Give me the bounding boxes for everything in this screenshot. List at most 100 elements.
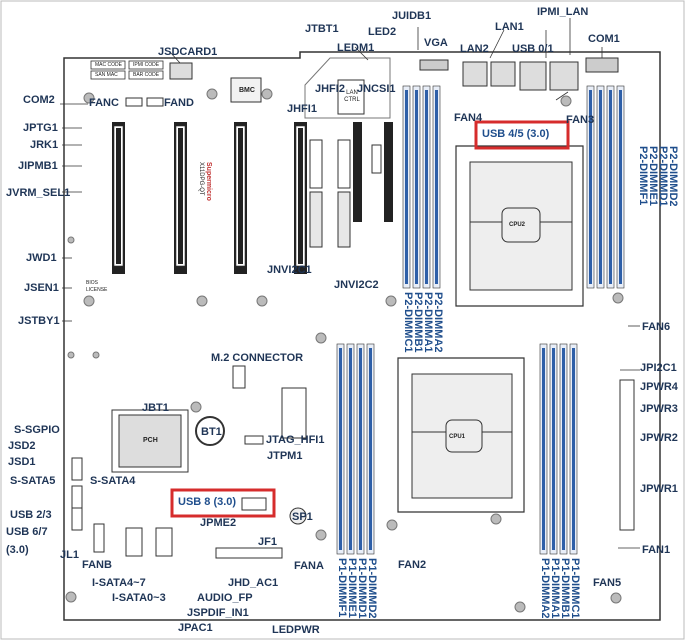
jf1-header: [215, 547, 283, 559]
label-fanc: FANC: [89, 97, 119, 109]
dimm-slot-key: [542, 348, 545, 550]
label-bt1: BT1: [201, 426, 222, 438]
label-s-sgpio: S-SGPIO: [14, 424, 60, 436]
dimm-slot-key: [405, 90, 408, 284]
label-fanb: FANB: [82, 559, 112, 571]
dimm-label: P2-DIMMD2: [667, 146, 679, 207]
label-usb45: USB 4/5 (3.0): [482, 128, 550, 140]
usb8-highlight: [170, 488, 276, 518]
label-fana: FANA: [294, 560, 324, 572]
dimm-slot-key: [435, 90, 438, 284]
label-com1: COM1: [588, 33, 620, 45]
dimm-slots: [336, 85, 625, 555]
label-jrk1: JRK1: [30, 139, 59, 151]
m2-module-area: [281, 387, 307, 439]
pch-chip: [118, 414, 182, 468]
fanc-header: [125, 97, 143, 107]
label-jpwr2: JPWR2: [640, 432, 678, 444]
label-fan3: FAN3: [566, 114, 595, 126]
label-jstby1: JSTBY1: [18, 315, 60, 327]
label-isata03: I-SATA0~3: [112, 592, 166, 604]
label-jipmb1: JIPMB1: [18, 160, 58, 172]
dimm-label: P1-DIMMD2: [366, 558, 378, 619]
label-bmc: BMC: [239, 87, 255, 94]
dimm-slot-key: [609, 90, 612, 284]
usb45-highlight: [474, 120, 570, 150]
dimm-slot-key: [589, 90, 592, 284]
rear-io: [419, 57, 619, 91]
label-mac-code: MAC CODE: [95, 62, 122, 68]
label-usb23: USB 2/3: [10, 509, 52, 521]
label-ledpwr: LEDPWR: [272, 624, 320, 636]
dimm-slot-key: [599, 90, 602, 284]
label-jnvi2c1: JNVI2C1: [267, 264, 312, 276]
label-jpwr1: JPWR1: [640, 483, 678, 495]
label-brand: Supermicro: [205, 162, 212, 201]
label-jpac1: JPAC1: [178, 622, 213, 634]
label-lan2: LAN2: [460, 43, 489, 55]
label-led2: LED2: [368, 26, 397, 38]
label-jptg1: JPTG1: [23, 122, 58, 134]
label-jnvi2c2: JNVI2C2: [334, 279, 379, 291]
label-ledm1: LEDM1: [337, 42, 375, 54]
battery-bt1: [195, 416, 225, 446]
usb8-header: [241, 497, 267, 511]
dimm-slot-key: [572, 348, 575, 550]
bmc-chip: [230, 77, 262, 103]
power-connectors: [619, 379, 635, 531]
label-stickers: [90, 60, 164, 80]
label-m2: M.2 CONNECTOR: [211, 352, 304, 364]
dimm-slot-key: [349, 348, 352, 550]
label-usb01: USB 0/1: [512, 43, 554, 55]
sata-connectors: [71, 457, 173, 557]
sdcard-slot: [169, 62, 193, 80]
label-com2: COM2: [23, 94, 55, 106]
label-s-sata5: S-SATA5: [10, 475, 56, 487]
label-juidb1: JUIDB1: [392, 10, 432, 22]
label-jl1: JL1: [60, 549, 79, 561]
label-fan1: FAN1: [642, 544, 671, 556]
label-jtpm1: JTPM1: [267, 450, 303, 462]
dimm-slot-key: [359, 348, 362, 550]
label-bar-code: BAR CODE: [133, 72, 160, 78]
pch-heatsink: [111, 409, 189, 473]
leader-lines: [60, 18, 640, 549]
label-s-sata4: S-SATA4: [90, 475, 136, 487]
dimm-slot-key: [425, 90, 428, 284]
label-pch: PCH: [143, 437, 158, 444]
label-jtag-hfi1: JTAG_HFI1: [266, 434, 325, 446]
label-audio-fp: AUDIO_FP: [197, 592, 253, 604]
m2-connector: [232, 365, 246, 389]
lan-ctrl-chip: [337, 79, 365, 115]
label-jsd1: JSD1: [8, 456, 36, 468]
label-usb67-sub: (3.0): [6, 544, 29, 556]
label-jwd1: JWD1: [26, 252, 57, 264]
label-jhfi2: JHFI2: [315, 83, 345, 95]
cpu2-socket: [455, 145, 584, 307]
label-jpwr3: JPWR3: [640, 403, 678, 415]
fand-header: [146, 97, 164, 107]
label-jhd-ac1: JHD_AC1: [228, 577, 279, 589]
label-cpu1: CPU1: [449, 434, 466, 440]
label-ipmi-lan: IPMI_LAN: [537, 6, 589, 18]
dimm-label: P2-DIMMA2: [432, 292, 444, 353]
jtag-header: [244, 435, 264, 445]
label-isata47: I-SATA4~7: [92, 577, 146, 589]
label-jpwr4: JPWR4: [640, 381, 678, 393]
hfi-connectors: [309, 139, 382, 248]
label-cpu2: CPU2: [509, 222, 526, 228]
label-jsd2: JSD2: [8, 440, 36, 452]
label-fan2: FAN2: [398, 559, 427, 571]
dimm-label: P1-DIMMC1: [569, 558, 581, 619]
label-usb67: USB 6/7: [6, 526, 48, 538]
label-fan4: FAN4: [454, 112, 483, 124]
dimm-slot-key: [369, 348, 372, 550]
label-model: X11DPG-QT: [198, 162, 204, 196]
label-ipmi-code: IPMI CODE: [133, 62, 160, 68]
label-fan5: FAN5: [593, 577, 622, 589]
speaker-sp1: [289, 507, 307, 525]
lan-area-outline: [304, 57, 391, 119]
dimm-slot-key: [339, 348, 342, 550]
